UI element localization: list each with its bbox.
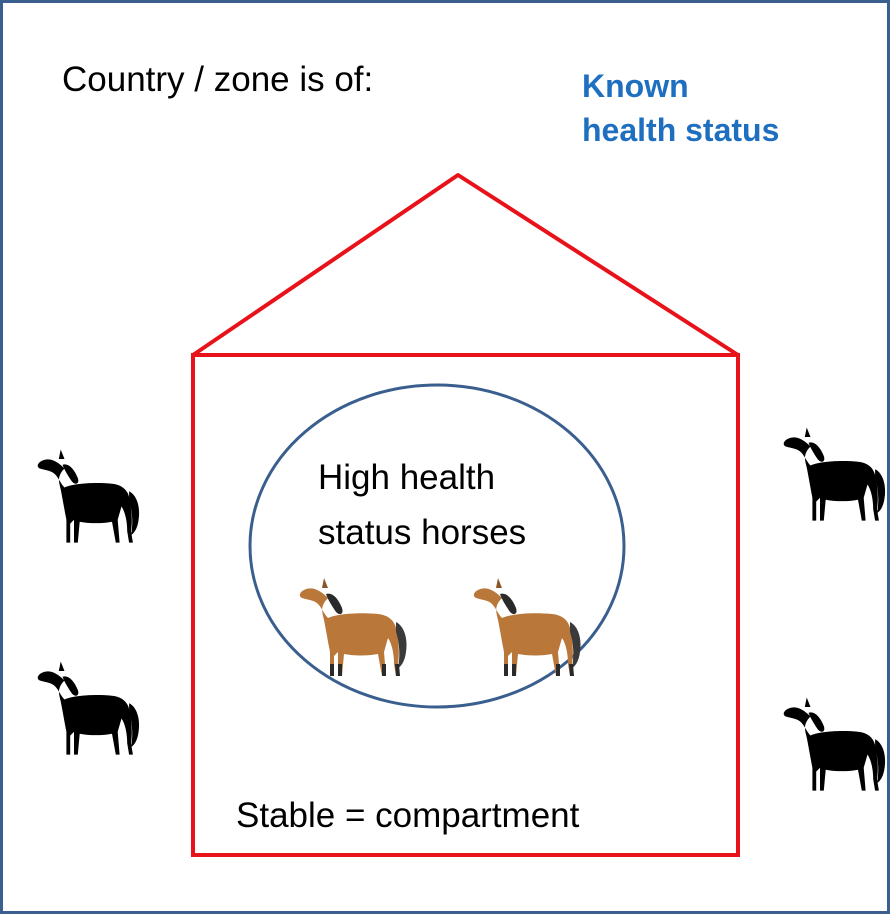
stable-compartment-box: [191, 353, 740, 857]
stable-compartment-label: Stable = compartment: [236, 796, 580, 835]
horse-silhouette-icon: [37, 449, 140, 543]
horse-silhouette-icon: [783, 427, 886, 521]
horse-brown-icon: [473, 578, 581, 676]
house-roof: [191, 173, 740, 357]
high-health-group-ellipse: [248, 383, 626, 709]
health-status-label: Known health status: [582, 64, 779, 152]
high-health-line-2: status horses: [318, 513, 527, 552]
zone-label: Country / zone is of:: [62, 60, 374, 99]
horse-silhouette-icon: [783, 697, 886, 791]
health-status-line-2: health status: [582, 112, 780, 148]
horse-silhouette-icon: [37, 661, 140, 755]
high-health-line-1: High health: [318, 458, 496, 497]
health-status-line-1: Known: [582, 68, 689, 104]
horse-brown-icon: [299, 578, 407, 676]
high-health-label: High health status horses: [318, 450, 526, 560]
